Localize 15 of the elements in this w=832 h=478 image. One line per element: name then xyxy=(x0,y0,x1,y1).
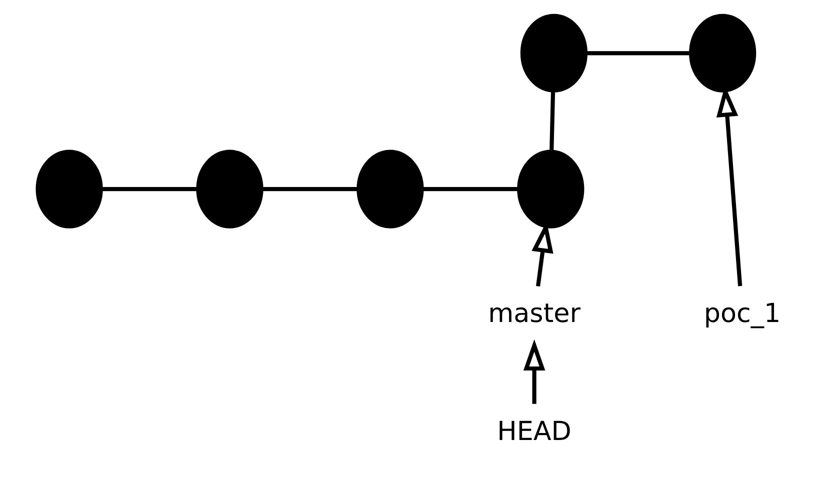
connector xyxy=(262,187,358,192)
connector xyxy=(102,187,197,192)
node-circle xyxy=(36,150,103,228)
node-circle xyxy=(689,14,756,92)
connector xyxy=(586,51,690,56)
node-text: poc_1 xyxy=(704,299,781,330)
node-circle xyxy=(517,150,584,228)
connector xyxy=(423,187,518,192)
connector xyxy=(550,92,556,151)
node-circle xyxy=(196,150,264,228)
node-text: HEAD xyxy=(497,417,572,448)
arrow xyxy=(523,339,546,404)
node-circle xyxy=(356,150,424,228)
node-circle xyxy=(520,14,588,92)
node-text: master xyxy=(488,299,580,330)
